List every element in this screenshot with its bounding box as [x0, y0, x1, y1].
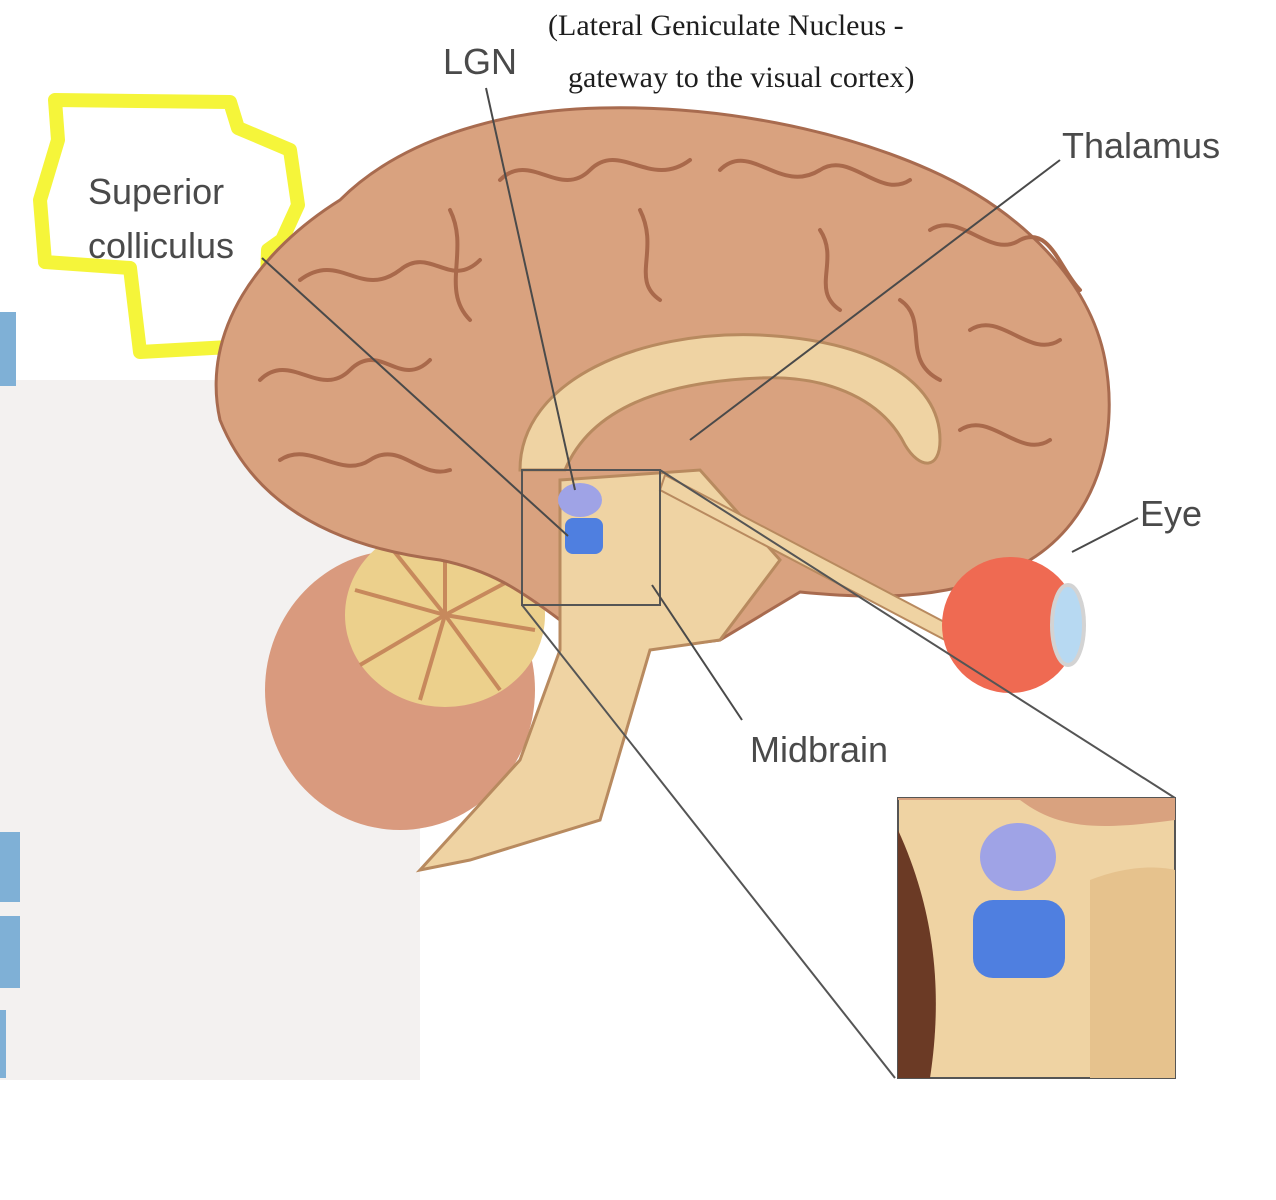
superior-colliculus-nucleus: [565, 518, 603, 554]
eye-globe: [942, 557, 1078, 693]
inset-magnified-view: [897, 797, 1176, 1079]
side-marker-3: [0, 916, 20, 988]
zoom-connector-bottom: [521, 604, 896, 1079]
label-midbrain: Midbrain: [750, 729, 889, 770]
corpus-callosum: [518, 333, 942, 472]
side-marker-1: [0, 312, 16, 386]
superior-colliculus-leader-line: [261, 257, 569, 537]
thalamus-leader-line: [689, 159, 1061, 441]
label-thalamus: Thalamus: [1062, 125, 1221, 166]
zoom-region-box: [521, 469, 661, 606]
label-lgn-note-line1: (Lateral Geniculate Nucleus -: [548, 9, 904, 42]
side-marker-4: [0, 1010, 6, 1078]
side-marker-2: [0, 832, 20, 902]
midbrain-leader-line: [651, 584, 743, 721]
lgn-leader-line: [485, 87, 576, 491]
label-superior-colliculus-line2: colliculus: [88, 225, 235, 266]
inset-superior-colliculus-nucleus: [973, 900, 1065, 978]
label-lgn: LGN: [443, 41, 518, 82]
eye-leader-line: [1071, 517, 1139, 553]
inset-lgn-nucleus: [980, 823, 1056, 891]
lgn-nucleus: [558, 483, 602, 517]
label-eye: Eye: [1140, 493, 1203, 534]
label-superior-colliculus-line1: Superior: [88, 171, 225, 212]
label-lgn-note-line2: gateway to the visual cortex): [568, 61, 915, 94]
zoom-connector-top: [659, 469, 1176, 799]
eye-lens: [1050, 583, 1086, 667]
